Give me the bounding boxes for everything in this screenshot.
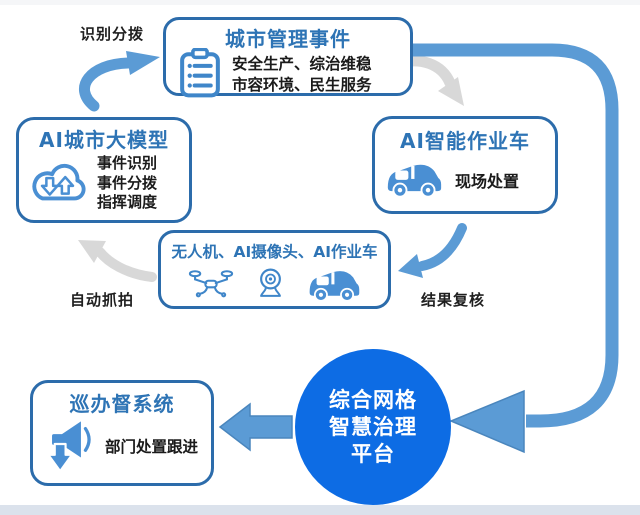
label-recognize-dispatch: 识别分拨 [80, 25, 145, 43]
top-edge-strip [0, 0, 640, 5]
webcam-icon [257, 268, 284, 303]
city-events-title: 城市管理事件 [225, 27, 351, 51]
devices-title: 无人机、AI摄像头、AI作业车 [171, 243, 378, 261]
patrol-system-title: 巡办督系统 [69, 392, 175, 416]
ai-model-title: AI城市大模型 [39, 128, 169, 152]
node-ai-model: AI城市大模型 事件识别 事件分拨 指挥调度 [16, 117, 192, 223]
van-icon [307, 265, 361, 306]
bottom-edge-strip [0, 505, 640, 515]
city-events-line-1: 安全生产、综治维稳 [232, 55, 372, 73]
platform-title-line-2: 智慧治理 [329, 414, 417, 439]
node-city-events: 城市管理事件 安全生产、综治维稳 市容环境、民生服务 [163, 17, 413, 98]
ai-model-line-1: 事件识别 [97, 154, 158, 172]
ai-vehicle-line-1: 现场处置 [455, 172, 520, 191]
platform-title-line-3: 平台 [351, 441, 395, 466]
platform-to-patrol-arrow [218, 402, 293, 452]
ai-model-line-3: 指挥调度 [97, 193, 158, 211]
platform-title-line-1: 综合网格 [329, 387, 417, 412]
van-icon [385, 158, 443, 202]
node-ai-vehicle: AI智能作业车 现场处置 [372, 116, 558, 214]
result-review-arrow [398, 223, 467, 278]
node-platform-circle: 综合网格 智慧治理 平台 [295, 349, 451, 505]
clipboard-icon [178, 47, 222, 102]
city-events-line-2: 市容环境、民生服务 [232, 76, 372, 94]
patrol-system-line-1: 部门处置跟进 [105, 438, 199, 456]
recognize-dispatch-arrow [79, 51, 160, 112]
auto-capture-arrow [78, 240, 157, 282]
drone-icon [188, 269, 234, 303]
events-to-platform-arrow [410, 43, 619, 454]
node-devices: 无人机、AI摄像头、AI作业车 [158, 230, 391, 309]
node-patrol-system: 巡办督系统 部门处置跟进 [30, 380, 214, 486]
label-result-review: 结果复核 [421, 291, 486, 309]
label-auto-capture: 自动抓拍 [70, 291, 135, 309]
ai-model-line-2: 事件分拨 [97, 173, 158, 192]
megaphone-down-arrow-icon [43, 413, 99, 479]
ai-vehicle-title: AI智能作业车 [400, 129, 530, 153]
cloud-sync-icon [27, 157, 89, 209]
